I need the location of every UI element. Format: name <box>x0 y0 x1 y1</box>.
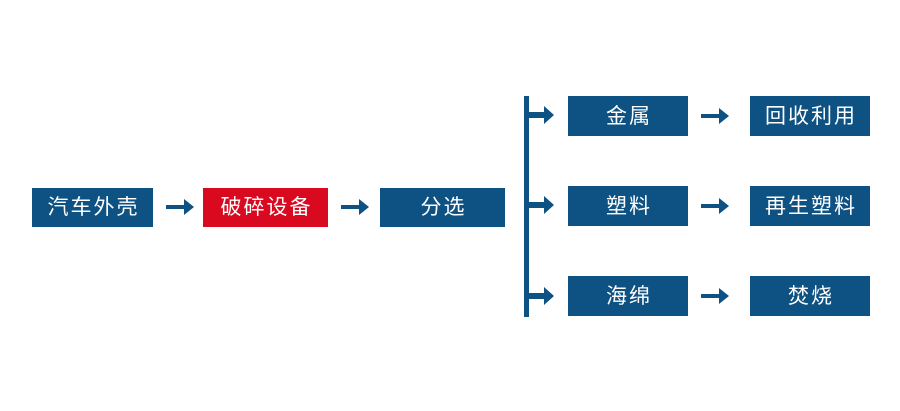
node-car-shell[interactable]: 汽车外壳 <box>32 188 153 227</box>
node-sorting-label: 分选 <box>420 195 467 219</box>
vertical-bus-line <box>524 96 529 317</box>
arrow-right-icon-5 <box>701 284 729 308</box>
node-material-plastic[interactable]: 塑料 <box>568 186 688 226</box>
arrow-right-icon-1 <box>166 195 194 219</box>
node-material-sponge-label: 海绵 <box>606 283 652 308</box>
node-outcome-incineration-label: 焚烧 <box>788 283 834 308</box>
arrow-right-icon-3 <box>701 104 729 128</box>
branch-arrow-icon-3 <box>528 285 554 308</box>
node-material-sponge[interactable]: 海绵 <box>568 276 688 316</box>
node-sorting[interactable]: 分选 <box>380 188 505 227</box>
node-outcome-regenerated-plastic-label: 再生塑料 <box>765 193 857 218</box>
node-crushing-equipment-label: 破碎设备 <box>220 195 313 219</box>
branch-arrow-icon-1 <box>528 104 554 127</box>
node-car-shell-label: 汽车外壳 <box>47 195 140 219</box>
branch-arrow-icon-2 <box>528 194 554 217</box>
node-material-plastic-label: 塑料 <box>606 193 652 218</box>
arrow-right-icon-2 <box>341 195 369 219</box>
node-crushing-equipment[interactable]: 破碎设备 <box>203 188 328 227</box>
node-material-metal-label: 金属 <box>606 103 652 128</box>
node-outcome-incineration[interactable]: 焚烧 <box>750 276 870 316</box>
node-outcome-recycle-label: 回收利用 <box>765 103 857 128</box>
node-outcome-recycle[interactable]: 回收利用 <box>750 96 870 136</box>
node-outcome-regenerated-plastic[interactable]: 再生塑料 <box>750 186 870 226</box>
node-material-metal[interactable]: 金属 <box>568 96 688 136</box>
arrow-right-icon-4 <box>701 194 729 218</box>
